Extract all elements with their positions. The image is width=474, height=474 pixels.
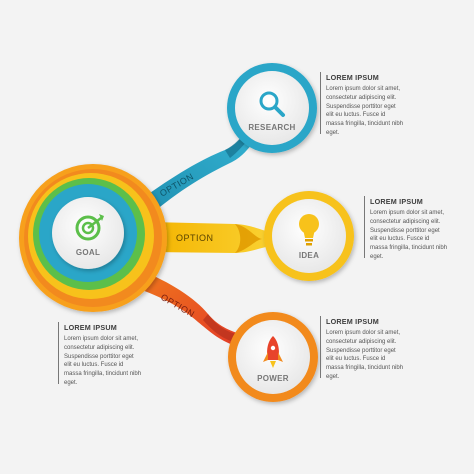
goal-text-title: LOREM IPSUM	[64, 323, 117, 332]
idea-text-title: LOREM IPSUM	[370, 197, 423, 206]
target-arrow-icon	[75, 214, 104, 241]
power-text-block: LOREM IPSUM Lorem ipsum dolor sit amet, …	[326, 317, 436, 382]
idea-text-block: LOREM IPSUM Lorem ipsum dolor sit amet, …	[370, 197, 474, 262]
goal-text-block: LOREM IPSUM Lorem ipsum dolor sit amet, …	[64, 323, 174, 388]
power-text-title: LOREM IPSUM	[326, 317, 379, 326]
research-text-divider	[320, 72, 321, 134]
goal-circle	[19, 164, 167, 312]
rocket-icon	[263, 336, 283, 368]
research-label: RESEARCH	[248, 123, 296, 132]
ribbon-power	[130, 270, 240, 346]
ribbon-idea	[150, 222, 275, 253]
option-label-idea: OPTION	[176, 233, 214, 243]
research-text-body: Lorem ipsum dolor sit amet, consectetur …	[326, 86, 404, 136]
goal-label: GOAL	[75, 248, 101, 257]
research-text-block: LOREM IPSUM Lorem ipsum dolor sit amet, …	[326, 73, 436, 138]
magnifier-icon	[259, 91, 285, 117]
research-text-title: LOREM IPSUM	[326, 73, 379, 82]
power-label: POWER	[257, 374, 289, 383]
idea-label: IDEA	[298, 251, 320, 260]
goal-text-divider	[58, 322, 59, 384]
idea-text-body: Lorem ipsum dolor sit amet, consectetur …	[370, 210, 448, 260]
idea-text-divider	[364, 196, 365, 258]
goal-text-body: Lorem ipsum dolor sit amet, consectetur …	[64, 336, 142, 386]
power-text-body: Lorem ipsum dolor sit amet, consectetur …	[326, 330, 404, 380]
lightbulb-icon	[299, 214, 319, 246]
power-text-divider	[320, 316, 321, 378]
